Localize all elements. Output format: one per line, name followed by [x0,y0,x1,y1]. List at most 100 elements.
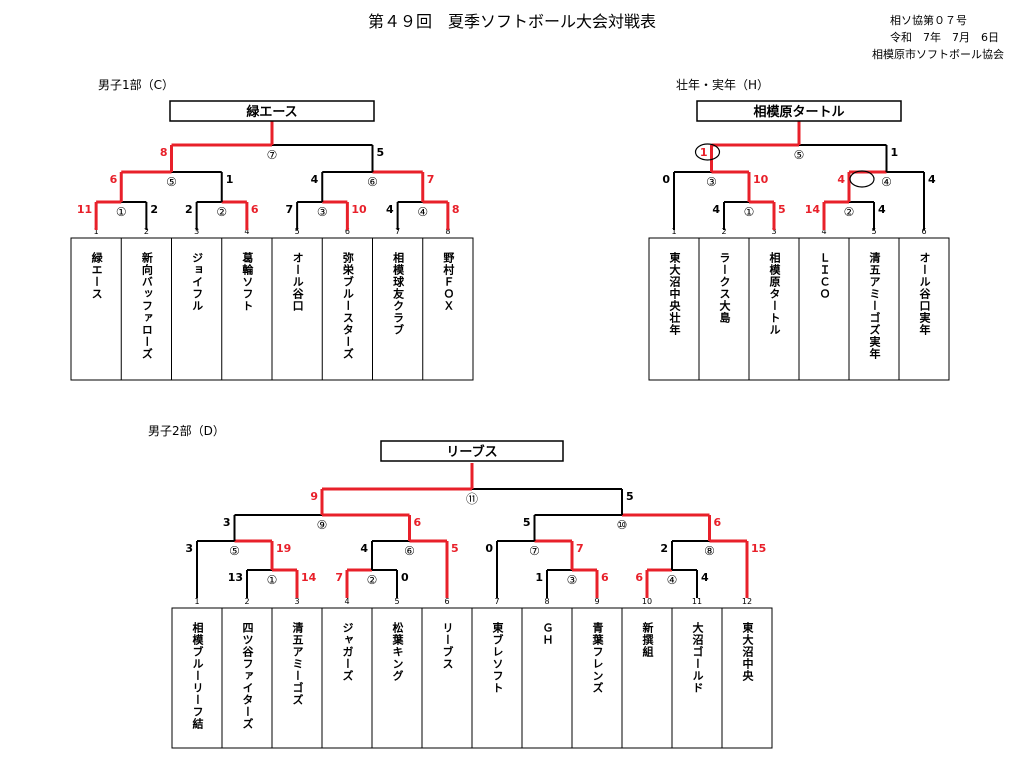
score-right: 6 [601,571,609,584]
score-right: 5 [778,203,786,216]
score-left: 4 [712,203,720,216]
game-number: ⑤ [794,148,805,162]
page-title: 第４９回 夏季ソフトボール大会対戦表 [367,12,656,31]
score-right: 8 [452,203,460,216]
team-name: 東ブレソフト [491,622,504,694]
team-slot-number: 8 [445,227,450,236]
score-right: 2 [150,203,158,216]
team-name: 清五アミーゴズ実年 [868,252,881,360]
game-number: ⑨ [317,518,328,532]
team-slot-number: 11 [692,597,702,606]
game-number: ⑤ [166,175,177,189]
team-slot-number: 2 [244,597,249,606]
team-name: 東大沼中央 [741,622,754,682]
team-name: 清五アミーゴズ [291,622,304,706]
game-number: ⑪ [466,492,478,506]
score-right: 7 [427,173,435,186]
team-name: 相模原タートル [768,252,781,336]
team-slot-number: 3 [771,227,776,236]
score-left: 7 [285,203,293,216]
game-number: ① [744,205,755,219]
team-slot-number: 1 [94,227,99,236]
team-slot-number: 4 [244,227,249,236]
team-name: ＧＨ [541,622,554,646]
game-number: ① [267,573,278,587]
score-circle [849,170,875,188]
score-right: 6 [414,516,422,529]
game-number: ⑦ [267,148,278,162]
game-number: ② [367,573,378,587]
game-number: ③ [567,573,578,587]
score-right: 7 [576,542,584,555]
team-name: ジャガーズ [341,622,354,682]
score-left: 11 [77,203,92,216]
champion-name: 相模原タートル [753,104,844,120]
score-right: 14 [301,571,317,584]
team-slot-number: 10 [642,597,652,606]
score-right: 5 [377,146,385,159]
game-number: ④ [881,175,892,189]
team-name: 新撰組 [641,622,654,658]
team-name: 野村ＦＯＸ [441,252,455,312]
game-number: ⑥ [404,544,415,558]
team-slot-number: 5 [871,227,876,236]
team-name: 四ツ谷ファイターズ [241,622,254,730]
game-number: ② [844,205,855,219]
score-left: 7 [335,571,343,584]
team-slot-number: 12 [742,597,752,606]
team-name: ラークス大島 [718,252,731,324]
bracket-h-label: 壮年・実年（H） [676,78,770,92]
team-name: 松葉キング [391,622,404,682]
game-number: ② [216,205,227,219]
score-circle [694,143,721,161]
score-left: 4 [311,173,319,186]
score-right: 19 [276,542,291,555]
team-name: 東大沼中央壮年 [668,252,681,336]
score-right: 1 [891,146,899,159]
team-slot-number: 1 [194,597,199,606]
game-number: ⑤ [229,544,240,558]
team-name: 緑エース [90,252,104,300]
score-right: 4 [701,571,709,584]
game-number: ⑧ [704,544,715,558]
bracket-c-label: 男子1部（C） [98,78,175,92]
team-slot-number: 2 [721,227,726,236]
game-number: ⑩ [617,518,628,532]
champion-name: リーブス [446,444,497,460]
team-slot-number: 2 [144,227,149,236]
score-left: 4 [360,542,368,555]
team-name: リーブス [441,622,454,670]
score-left: 3 [185,542,193,555]
score-right: 6 [251,203,259,216]
team-slot-number: 5 [295,227,300,236]
team-slot-number: 7 [395,227,400,236]
team-name: 青葉フレンズ [591,622,604,694]
score-left: 13 [228,571,243,584]
team-slot-number: 8 [544,597,549,606]
score-left: 6 [110,173,118,186]
team-slot-number: 6 [345,227,350,236]
team-slot-number: 3 [194,227,199,236]
score-left: 4 [837,173,845,186]
score-left: 2 [660,542,668,555]
score-left: 2 [185,203,193,216]
team-name: オール谷口 [291,252,305,312]
team-slot-number: 4 [344,597,349,606]
score-right: 15 [751,542,766,555]
score-left: 3 [223,516,231,529]
score-right: 10 [351,203,367,216]
score-left: 1 [535,571,543,584]
champion-box [380,440,564,462]
score-right: 1 [226,173,234,186]
score-right: 4 [928,173,936,186]
score-left: 6 [635,571,643,584]
game-number: ④ [417,205,428,219]
team-slot-number: 6 [444,597,449,606]
score-left: 0 [485,542,493,555]
score-left: 5 [523,516,531,529]
team-name: 葛輪ソフト [240,252,254,312]
score-left: 14 [805,203,821,216]
score-right: 6 [714,516,722,529]
team-slot-number: 6 [921,227,926,236]
